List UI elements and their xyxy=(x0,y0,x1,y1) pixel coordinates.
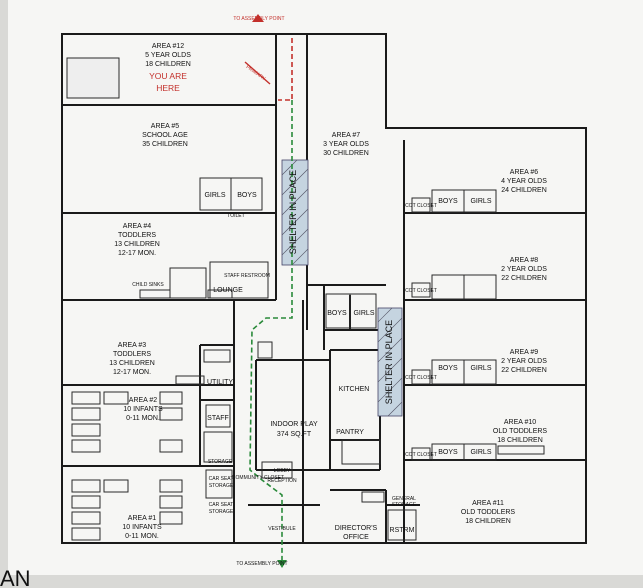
cot-closet-area-6: COT CLOSET xyxy=(405,203,437,209)
area-11-count: 18 CHILDREN xyxy=(465,518,511,525)
area-2-title: AREA #2 xyxy=(129,397,158,404)
child-sinks-area-4: CHILD SINKS xyxy=(132,282,164,288)
area-2-age: 0-11 MON. xyxy=(126,415,160,422)
area-3-title: AREA #3 xyxy=(118,342,147,349)
you-are-here-line-1: YOU ARE xyxy=(149,71,187,81)
shelter-label-left: SHELTER IN PLACE xyxy=(288,170,298,254)
cot-closet-area-8: COT CLOSET xyxy=(405,288,437,294)
area-1-group: 10 INFANTS xyxy=(122,524,162,531)
area-12-age: 5 YEAR OLDS xyxy=(145,52,191,59)
car-seat-storage-1-line-2: STORAGE xyxy=(209,483,234,489)
car-seat-storage-2-line-1: CAR SEAT xyxy=(209,502,234,508)
top-exit-arrow xyxy=(252,14,264,22)
secondary-route-green xyxy=(249,100,293,560)
area-4-age: 12-17 MON. xyxy=(118,250,156,257)
area-3-count: 13 CHILDREN xyxy=(109,360,155,367)
area-10-title: AREA #10 xyxy=(504,419,536,426)
you-are-here-line-2: HERE xyxy=(156,83,180,93)
area-3-age: 12-17 MON. xyxy=(113,369,151,376)
pantry-label: PANTRY xyxy=(336,429,364,436)
utility-label: UTILITY xyxy=(207,379,233,386)
area-11-group: OLD TODDLERS xyxy=(461,509,516,516)
girls-restroom-area-10: GIRLS xyxy=(470,449,491,456)
plan-title-fragment: AN xyxy=(0,566,31,588)
boys-restroom-area-9: BOYS xyxy=(438,365,458,372)
area-3-group: TODDLERS xyxy=(113,351,151,358)
car-seat-storage-1-line-1: CAR SEAT xyxy=(209,476,234,482)
shelter-in-place-zones xyxy=(281,159,403,417)
general-storage-line-1: GENERAL xyxy=(392,496,416,502)
directors-office-line-2: OFFICE xyxy=(343,534,369,541)
area-12-count: 18 CHILDREN xyxy=(145,61,191,68)
area-4-group: TODDLERS xyxy=(118,232,156,239)
boys-restroom-centre: BOYS xyxy=(327,310,347,317)
area-9-count: 22 CHILDREN xyxy=(501,367,547,374)
cot-closet-area-9: COT CLOSET xyxy=(405,375,437,381)
girls-restroom-area-5: GIRLS xyxy=(204,192,225,199)
area-1-title: AREA #1 xyxy=(128,515,157,522)
primary-route-red xyxy=(278,38,293,101)
bottom-exit-arrow xyxy=(277,560,287,568)
area-10-group: OLD TODDLERS xyxy=(493,428,548,435)
area-5-title: AREA #5 xyxy=(151,123,180,130)
shelter-label-right: SHELTER IN PLACE xyxy=(384,320,394,404)
assembly-bottom-label-1: TO ASSEMBLY POINT xyxy=(236,561,287,567)
toilet-label: TOILET xyxy=(227,213,244,219)
staff-restroom-label: STAFF RESTROOM xyxy=(224,273,270,279)
area-6-title: AREA #6 xyxy=(510,169,539,176)
indoor-play-area: 374 SQ.FT xyxy=(277,431,312,438)
area-4-title: AREA #4 xyxy=(123,223,152,230)
girls-restroom-area-6: GIRLS xyxy=(470,198,491,205)
area-2-group: 10 INFANTS xyxy=(123,406,163,413)
area-1-age: 0-11 MON. xyxy=(125,533,159,540)
primary-arrow xyxy=(244,61,271,85)
area-6-age: 4 YEAR OLDS xyxy=(501,178,547,185)
staff-label: STAFF xyxy=(207,415,229,422)
area-5-count: 35 CHILDREN xyxy=(142,141,188,148)
area-4-count: 13 CHILDREN xyxy=(114,241,160,248)
area-7-title: AREA #7 xyxy=(332,132,361,139)
area-10-count: 18 CHILDREN xyxy=(497,437,543,444)
storage-label: STORAGE xyxy=(208,459,233,465)
room-labels: GIRLS BOYS STAFF RESTROOM LOUNGE BOYS GI… xyxy=(132,192,492,541)
assembly-top-label-1: TO ASSEMBLY POINT xyxy=(233,16,284,22)
area-9-title: AREA #9 xyxy=(510,349,539,356)
kitchen-label: KITCHEN xyxy=(339,386,370,393)
boys-restroom-area-5: BOYS xyxy=(237,192,257,199)
lounge-label: LOUNGE xyxy=(213,287,243,294)
directors-office-line-1: DIRECTOR'S xyxy=(335,525,378,532)
restroom-fixtures xyxy=(66,57,545,541)
route-labels: TO ASSEMBLY POINT TO ASSEMBLY POINT PRIM… xyxy=(0,16,394,588)
area-9-age: 2 YEAR OLDS xyxy=(501,358,547,365)
vestibule-label: VESTIBULE xyxy=(268,526,296,532)
boys-restroom-area-6: BOYS xyxy=(438,198,458,205)
car-seat-storage-2-line-2: STORAGE xyxy=(209,509,234,515)
area-8-age: 2 YEAR OLDS xyxy=(501,266,547,273)
area-labels: AREA #12 5 YEAR OLDS 18 CHILDREN AREA #5… xyxy=(109,43,547,540)
cot-closet-area-10: COT CLOSET xyxy=(405,452,437,458)
area-7-age: 3 YEAR OLDS xyxy=(323,141,369,148)
general-storage-line-2: STORAGE xyxy=(392,502,417,508)
area-8-title: AREA #8 xyxy=(510,257,539,264)
area-5-age: SCHOOL AGE xyxy=(142,132,188,139)
community-closet-label: COMMUNITY CLOSET xyxy=(232,475,284,481)
boys-restroom-area-10: BOYS xyxy=(438,449,458,456)
girls-restroom-centre: GIRLS xyxy=(353,310,374,317)
area-8-count: 22 CHILDREN xyxy=(501,275,547,282)
area-6-count: 24 CHILDREN xyxy=(501,187,547,194)
restroom-label: RSTRM xyxy=(390,527,415,534)
reception-label: RECEPTION xyxy=(267,478,297,484)
area-11-title: AREA #11 xyxy=(472,500,504,507)
lobby-label: LOBBY xyxy=(274,468,291,474)
area-12-title: AREA #12 xyxy=(152,43,184,50)
indoor-play-label: INDOOR PLAY xyxy=(270,421,318,428)
area-7-count: 30 CHILDREN xyxy=(323,150,369,157)
girls-restroom-area-9: GIRLS xyxy=(470,365,491,372)
